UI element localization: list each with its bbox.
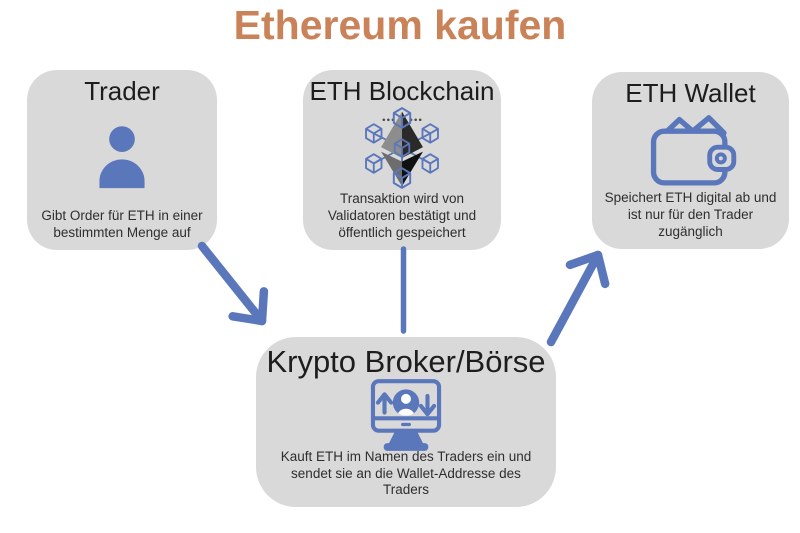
node-broker: Krypto Broker/Börse bbox=[256, 337, 556, 507]
node-broker-description: Kauft ETH im Namen des Traders ein und s… bbox=[280, 449, 532, 497]
exchange-monitor-icon bbox=[370, 378, 442, 451]
page-title: Ethereum kaufen bbox=[233, 2, 567, 48]
node-blockchain-description: Transaktion wird von Validatoren bestäti… bbox=[327, 190, 477, 240]
arrow-trader-to-broker bbox=[197, 241, 269, 326]
node-wallet: ETH Wallet Speichert ETH digital ab und … bbox=[592, 72, 789, 249]
node-broker-title: Krypto Broker/Börse bbox=[266, 344, 546, 379]
node-trader-description: Gibt Order für ETH in einer bestimmten M… bbox=[41, 207, 203, 240]
node-broker-icon-wrap bbox=[360, 378, 452, 451]
node-wallet-title: ETH Wallet bbox=[625, 78, 756, 108]
node-trader-title: Trader bbox=[84, 76, 160, 106]
person-icon bbox=[99, 126, 145, 188]
arrow-broker-to-wallet bbox=[546, 250, 610, 347]
blockchain-cubes-icon bbox=[365, 107, 439, 190]
node-wallet-description: Speichert ETH digital ab und ist nur für… bbox=[604, 189, 777, 239]
wallet-icon bbox=[650, 114, 736, 186]
node-trader-icon-wrap bbox=[94, 107, 150, 207]
node-blockchain-title: ETH Blockchain bbox=[309, 76, 495, 106]
node-trader: Trader Gibt Order für ETH in einer besti… bbox=[27, 70, 217, 250]
node-blockchain: ETH Blockchain bbox=[303, 70, 501, 250]
node-wallet-icon-wrap bbox=[639, 109, 743, 189]
node-blockchain-icon-wrap bbox=[351, 107, 453, 190]
